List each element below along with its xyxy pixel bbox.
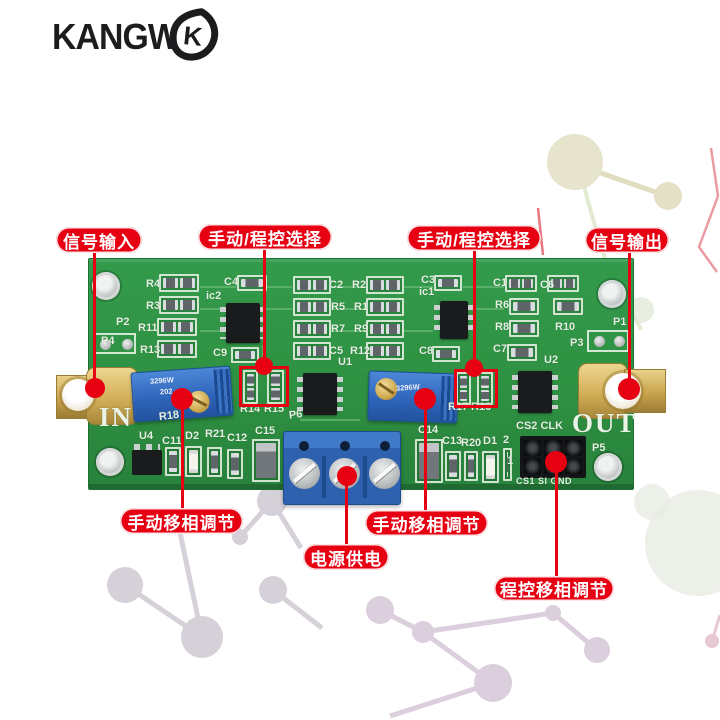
mounting-hole (92, 272, 120, 300)
highlight-box-r17-r16 (454, 369, 498, 408)
mounting-hole (96, 448, 124, 476)
terminal-screw (369, 458, 400, 489)
ic-soic8-ic2 (220, 303, 266, 343)
terminal-screw (329, 458, 360, 489)
trimmer-screw (374, 377, 398, 401)
ic-soic8-u2 (512, 371, 558, 413)
mounting-hole (598, 280, 626, 308)
ic-sot-u4 (132, 444, 162, 475)
terminal-screw (289, 458, 320, 489)
ic-soic8-ic1 (434, 301, 474, 339)
trimmer-potentiometer-left (130, 365, 234, 423)
sma-connector-output-center (605, 373, 641, 409)
mounting-hole (594, 453, 622, 481)
brand-logo-mark-icon: K (169, 8, 219, 61)
trimmer-potentiometer-right (367, 370, 459, 424)
pad-block-p2-p4 (94, 333, 136, 354)
program-pin-header-p5 (520, 436, 586, 478)
pad-block-p1-p3 (587, 330, 629, 352)
brand-logo-letter: K (182, 20, 204, 52)
trimmer-knurl (213, 368, 233, 414)
power-terminal-block (283, 431, 401, 505)
highlight-box-r14-r15 (239, 366, 289, 407)
sma-connector-input-center (62, 379, 94, 411)
ic-soic8-u1 (297, 373, 343, 415)
trimmer-screw (186, 390, 211, 414)
